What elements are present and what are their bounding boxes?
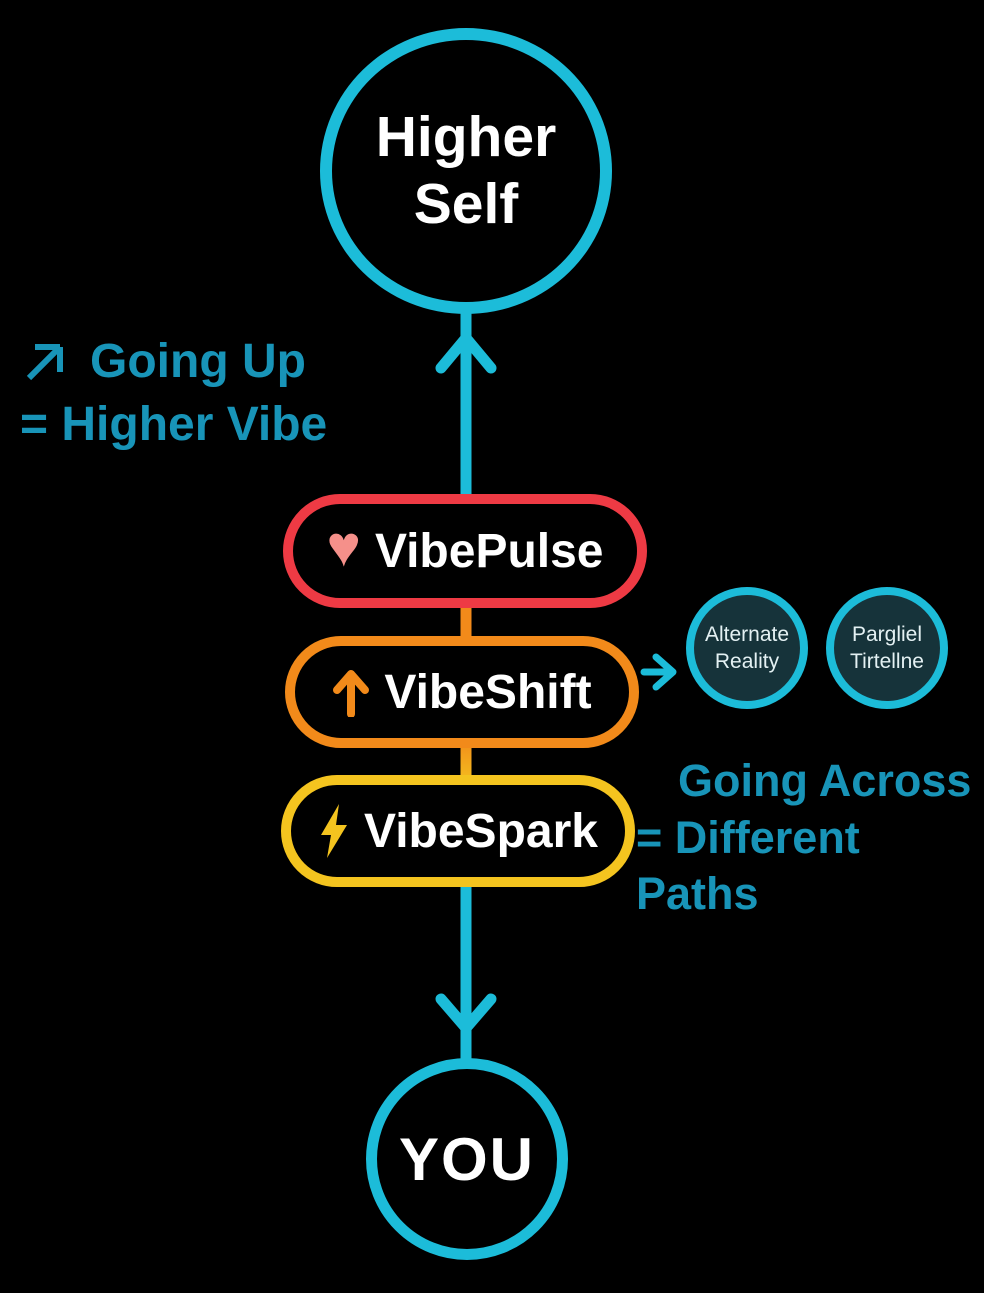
going-up-line1: Going Up bbox=[20, 330, 327, 393]
going-up-annotation: Going Up = Higher Vibe bbox=[20, 330, 327, 457]
alternate-reality-line2: Reality bbox=[714, 650, 780, 673]
arrowhead-up-icon bbox=[435, 332, 497, 374]
vibepulse-label: VibePulse bbox=[374, 524, 604, 578]
northeast-arrow-icon bbox=[26, 343, 63, 380]
alternate-reality-line1: Alternate bbox=[704, 622, 790, 646]
higher-self-line2: Self bbox=[413, 172, 519, 236]
vibespark-node: VibeSpark bbox=[281, 775, 635, 887]
higher-self-line1: Higher bbox=[375, 104, 557, 169]
alternate-reality-node: Alternate Reality bbox=[686, 587, 808, 709]
higher-self-node: Higher Self bbox=[320, 28, 612, 314]
vibepulse-node: ♥ VibePulse bbox=[283, 494, 647, 608]
vibespark-label: VibeSpark bbox=[364, 804, 598, 858]
going-up-line2: = Higher Vibe bbox=[20, 398, 328, 452]
parallel-timeline-node: Pargliel Tirtellne bbox=[826, 587, 948, 709]
arrowhead-down-icon bbox=[435, 993, 497, 1034]
higher-self-label: Higher Self bbox=[376, 104, 557, 239]
going-up-text: Going Up bbox=[90, 335, 306, 388]
up-arrow-icon bbox=[333, 670, 370, 717]
vibeshift-label: VibeShift bbox=[384, 665, 592, 719]
going-across-annotation: Going Across = Different Paths bbox=[636, 753, 984, 923]
parallel-timeline-line1: Pargliel bbox=[851, 622, 923, 646]
parallel-timeline-line2: Tirtellne bbox=[850, 650, 924, 673]
going-across-line1: Going Across bbox=[678, 755, 972, 806]
going-across-line2: = Different Paths bbox=[636, 811, 860, 920]
lightning-icon bbox=[321, 804, 348, 858]
you-node: YOU bbox=[366, 1058, 568, 1260]
vibeshift-node: VibeShift bbox=[285, 636, 639, 748]
you-label: YOU bbox=[398, 1125, 536, 1193]
arrowhead-right-icon bbox=[652, 653, 677, 691]
heart-icon: ♥ bbox=[326, 514, 361, 579]
